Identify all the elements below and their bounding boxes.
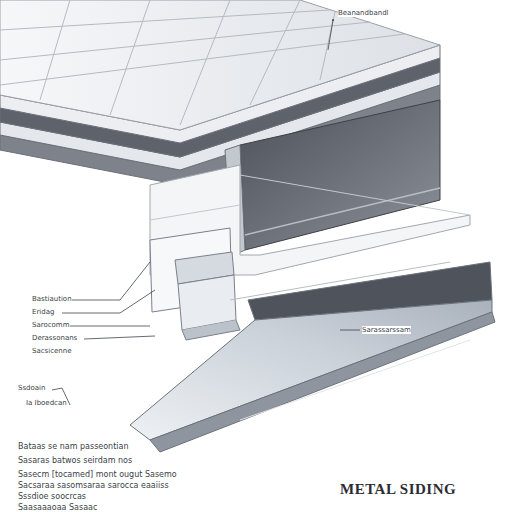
leader-lines — [52, 20, 360, 405]
part-label: Bataas se nam passeontian — [18, 442, 129, 451]
part-label: Sacsaraa sasomsaraa sarocca eaaiiss — [18, 481, 169, 490]
tiled-top-surface — [0, 0, 440, 130]
title: METAL SIDING — [340, 481, 456, 498]
part-label: Sarocomm — [32, 321, 70, 329]
part-label: Sasecm [tocamed] mont ougut Sasemo — [18, 470, 177, 479]
part-label: Ssdoain — [18, 384, 46, 392]
part-label: Bastiaution — [32, 295, 72, 303]
part-label: Sacsicenne — [32, 347, 72, 355]
part-label: Beanandbandl — [338, 9, 389, 17]
part-label: Sasaras batwos seirdam nos — [18, 456, 132, 465]
part-label: Eridag — [32, 308, 54, 316]
part-label: Saasaaaoaa Sasaac — [18, 503, 97, 512]
part-label: Sssdioe soocrcas — [18, 492, 86, 501]
bottom-trim-strip — [130, 262, 495, 452]
j-channel — [150, 228, 240, 340]
part-label: Derassonans — [32, 334, 77, 342]
part-label: Sarassarssam — [362, 326, 411, 334]
label-ticks — [332, 19, 334, 21]
part-label: Ia Iboedcan — [26, 399, 67, 407]
